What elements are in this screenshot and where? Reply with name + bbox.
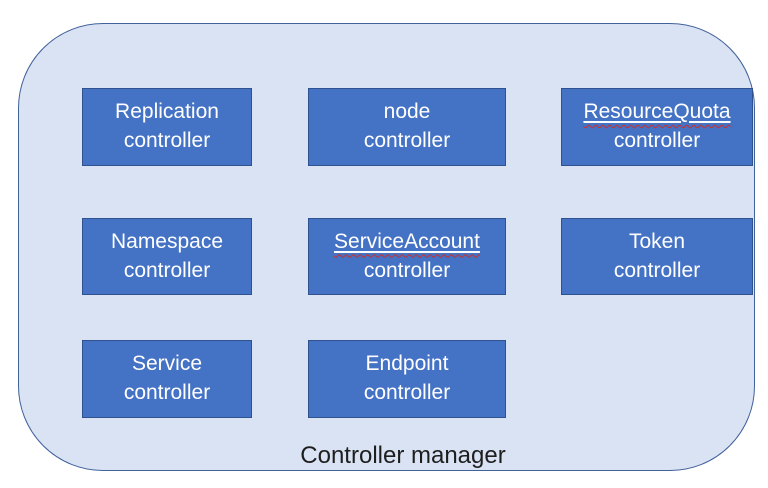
spellcheck-squiggle: ServiceAccount: [334, 229, 480, 253]
box-label: Service controller: [124, 350, 210, 408]
token-controller-box: Token controller: [561, 218, 753, 295]
box-line2: controller: [123, 129, 211, 152]
box-line1: Token: [628, 229, 686, 253]
box-label: ServiceAccount controller: [334, 228, 480, 286]
box-label: Namespace controller: [111, 228, 223, 286]
box-line1: Replication: [115, 100, 219, 124]
namespace-controller-box: Namespace controller: [82, 218, 252, 295]
box-line2: controller: [123, 381, 211, 404]
box-line1: ResourceQuota: [583, 98, 730, 127]
endpoint-controller-box: Endpoint controller: [308, 340, 506, 418]
resourcequota-controller-box: ResourceQuota controller: [561, 88, 753, 166]
service-controller-box: Service controller: [82, 340, 252, 418]
box-line2: controller: [363, 381, 451, 404]
node-controller-box: node controller: [308, 88, 506, 166]
serviceaccount-controller-box: ServiceAccount controller: [308, 218, 506, 295]
box-label: node controller: [364, 98, 450, 156]
box-label: Replication controller: [115, 98, 219, 156]
replication-controller-box: Replication controller: [82, 88, 252, 166]
box-line1: Namespace: [110, 229, 224, 253]
box-line2: controller: [363, 258, 451, 282]
spellcheck-squiggle: ResourceQuota: [583, 100, 731, 124]
box-line2: controller: [613, 258, 701, 282]
box-line1: Endpoint: [365, 352, 449, 376]
box-line1: node: [383, 100, 431, 124]
box-line2: controller: [363, 129, 451, 152]
box-label: ResourceQuota controller: [583, 98, 730, 156]
box-label: Endpoint controller: [364, 350, 450, 408]
controller-manager-container: Replication controller node controller R…: [18, 23, 755, 471]
box-line1: ServiceAccount: [334, 228, 480, 257]
box-label: Token controller: [614, 228, 700, 286]
box-line2: controller: [123, 258, 211, 282]
box-line1: Service: [131, 352, 203, 376]
box-line2: controller: [613, 129, 701, 152]
controller-manager-label: Controller manager: [300, 442, 506, 469]
